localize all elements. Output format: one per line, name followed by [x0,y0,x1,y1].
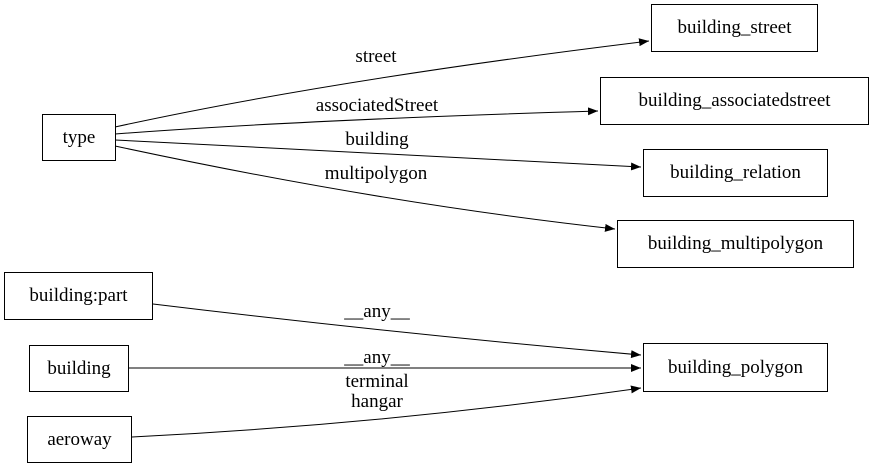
edge-buildingpart-building-polygon [152,303,642,359]
node-building-street: building_street [651,4,818,52]
edge-type-building-relation [114,139,642,171]
edge-label-building: building [345,129,409,150]
node-building-relation: building_relation [643,149,828,197]
node-building-associatedstreet: building_associatedstreet [600,77,869,125]
node-building: building [29,345,129,392]
edge-label-any-2: __any__ [344,347,410,368]
node-aeroway: aeroway [27,416,132,463]
edge-label-street: street [355,46,397,67]
edge-type-building-street [114,38,650,128]
edge-label-terminal-hangar: terminal hangar [345,371,409,412]
node-building-polygon: building_polygon [643,343,828,392]
edge-label-associatedstreet: associatedStreet [315,95,439,116]
node-building-multipolygon: building_multipolygon [617,220,854,268]
edge-label-multipolygon: multipolygon [324,163,428,184]
edge-aeroway-building-polygon [131,385,642,438]
edge-label-any-1: __any__ [344,301,410,322]
edge-type-building-associatedstreet [114,107,599,135]
edge-type-building-multipolygon [114,145,616,232]
node-building-part: building:part [4,272,153,320]
node-type: type [42,114,116,161]
